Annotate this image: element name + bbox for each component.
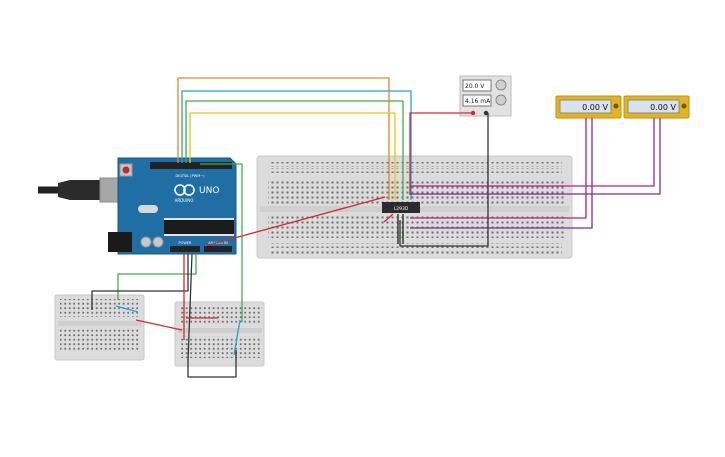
multimeter-2-dial-icon[interactable] (681, 103, 687, 109)
multimeter-1-display (559, 99, 612, 114)
voltage-readout: 20.0 V (465, 83, 485, 90)
wire-black-loop[interactable] (187, 253, 237, 378)
usb-plug (58, 180, 100, 200)
motor-driver-chip[interactable]: L293D (382, 202, 420, 213)
chip-label: L293D (394, 206, 409, 212)
voltage-knob[interactable] (495, 79, 507, 91)
digital-header-label: DIGITAL (PWM~) (175, 174, 205, 178)
current-display (462, 94, 492, 107)
wire-green-left[interactable] (117, 254, 197, 300)
wires (91, 77, 661, 378)
jumper-blue-left[interactable] (115, 305, 139, 313)
analog-header (204, 246, 232, 252)
board-brand: UNO (199, 186, 219, 196)
multimeter-2[interactable]: 0.00 V (623, 95, 690, 119)
wire-yellow[interactable] (189, 112, 396, 200)
wire-red-chip-left[interactable] (383, 213, 394, 223)
wire-blue[interactable] (181, 90, 412, 200)
small-breadboard-left[interactable] (54, 294, 145, 361)
multimeter-2-display (627, 99, 680, 114)
multimeter-1[interactable]: 0.00 V (555, 95, 622, 119)
current-readout: 4.16 mA (465, 98, 491, 105)
capacitor (140, 236, 152, 248)
wire-red-supply[interactable] (409, 112, 473, 195)
wire-black-supply[interactable] (399, 112, 489, 247)
multimeter-1-dial-icon[interactable] (613, 103, 619, 109)
jumper-red-bridge[interactable] (135, 319, 183, 331)
wire-green-top[interactable] (185, 100, 404, 200)
wire-magenta-1[interactable] (410, 118, 587, 219)
jumper-blue-right[interactable] (233, 319, 241, 356)
usb-port (99, 177, 121, 203)
atmega-chip (164, 220, 234, 234)
wire-purple-1[interactable] (410, 118, 593, 229)
wire-green-right[interactable] (200, 163, 243, 322)
arduino-uno-board[interactable]: DIGITAL (PWM~) UNO ARDUINO POWER ANALOG … (38, 157, 237, 255)
crystal (138, 205, 158, 213)
wire-magenta-2[interactable] (410, 118, 655, 187)
power-supply[interactable]: 20.0 V 4.16 mA (459, 75, 512, 117)
multimeter-2-reading: 0.00 V (650, 103, 676, 112)
wire-purple-2[interactable] (410, 118, 661, 195)
wire-black-left[interactable] (91, 254, 189, 310)
reset-button[interactable] (122, 166, 130, 174)
barrel-jack (108, 232, 132, 252)
current-knob[interactable] (495, 94, 507, 106)
power-header-label: POWER (179, 241, 193, 245)
voltage-display (462, 79, 492, 92)
power-header (170, 246, 200, 252)
digital-header (150, 162, 232, 169)
wire-red-main[interactable] (204, 196, 386, 247)
board-maker: ARDUINO (175, 198, 194, 203)
arduino-logo-icon (174, 184, 186, 196)
wire-orange[interactable] (177, 77, 390, 200)
multimeter-1-reading: 0.00 V (582, 103, 608, 112)
